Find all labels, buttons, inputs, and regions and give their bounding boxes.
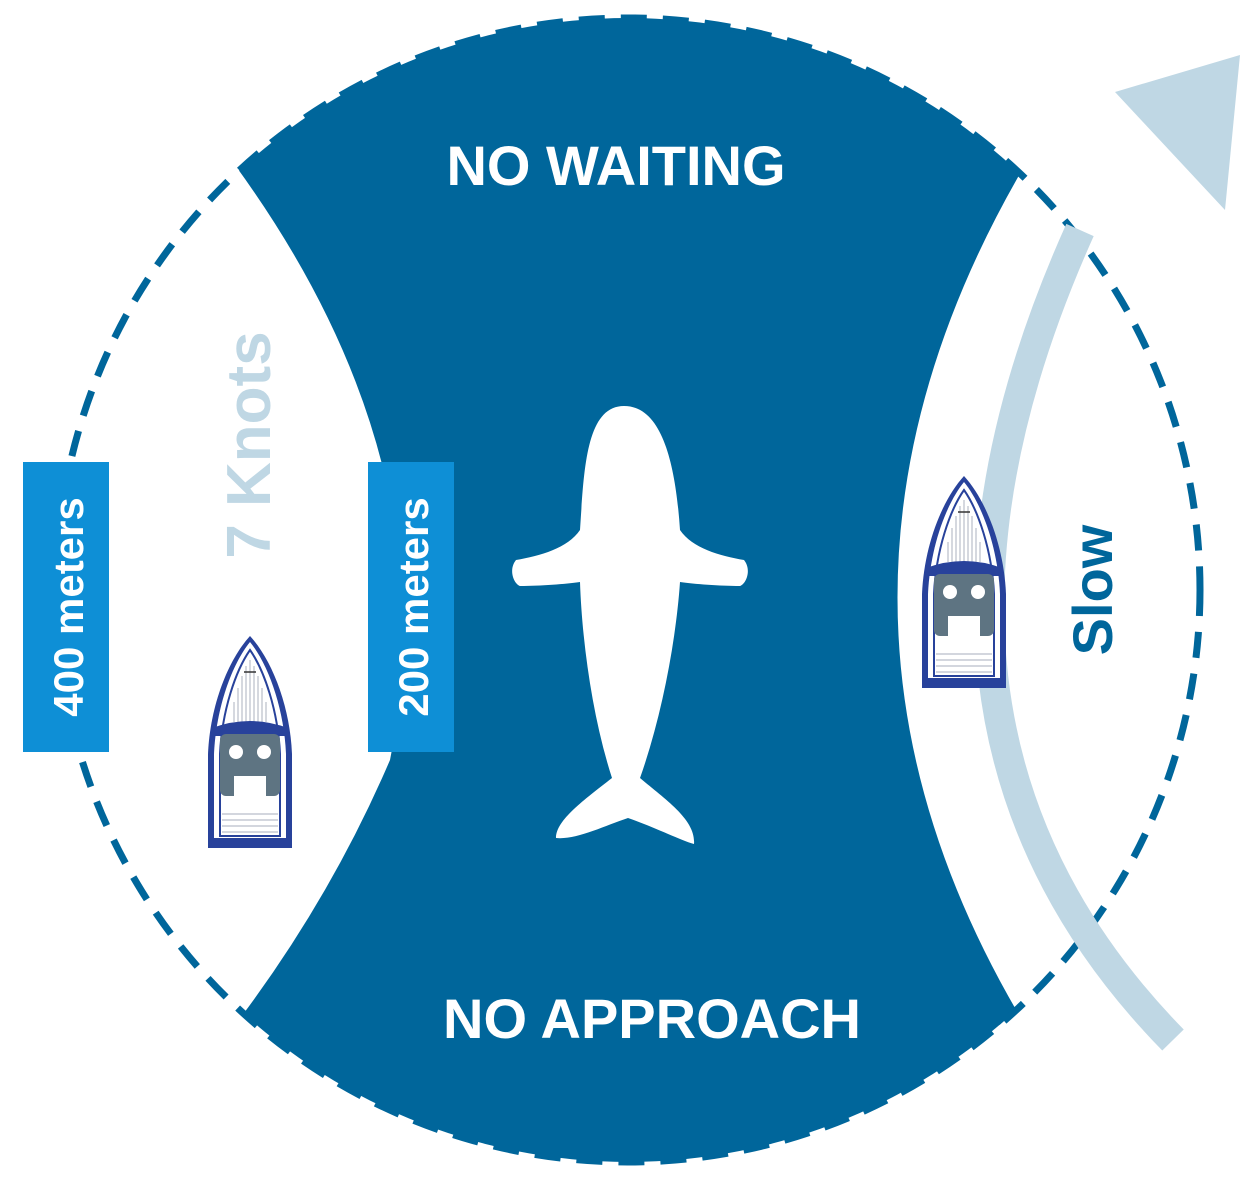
whale-icon bbox=[512, 406, 748, 844]
inner-distance-badge: 200 meters bbox=[368, 462, 454, 752]
inner-distance-label: 200 meters bbox=[390, 497, 437, 717]
bottom-zone-label: NO APPROACH bbox=[443, 987, 861, 1050]
top-zone-label: NO WAITING bbox=[446, 134, 785, 197]
outer-boundary bbox=[52, 14, 1204, 1166]
boat-icon bbox=[207, 635, 293, 849]
slow-label: Slow bbox=[1061, 524, 1124, 655]
speed-label: 7 Knots bbox=[215, 331, 284, 558]
outer-distance-label: 400 meters bbox=[45, 497, 92, 717]
outer-distance-badge: 400 meters bbox=[23, 462, 109, 752]
